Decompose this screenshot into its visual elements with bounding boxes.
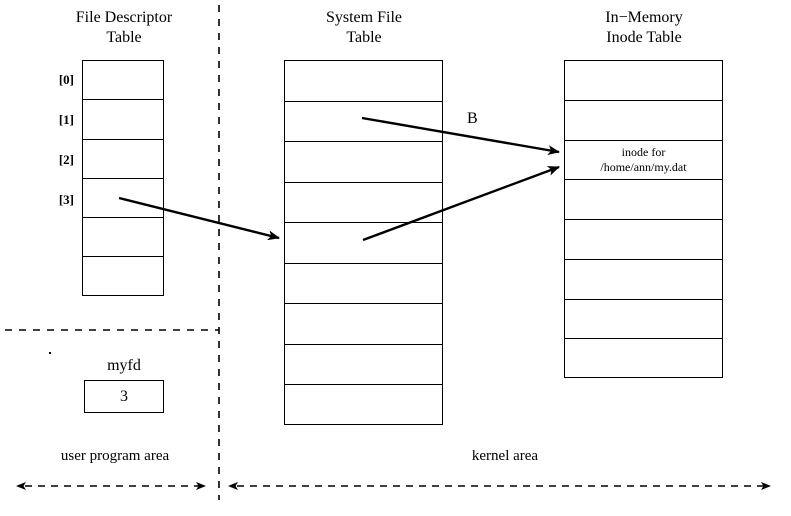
system-file-table (284, 60, 443, 425)
myfd-value-box[interactable]: 3 (84, 380, 164, 413)
table-row[interactable] (565, 180, 722, 220)
arrow-label-b: B (467, 110, 478, 127)
fd-row-label-2: [2] (58, 152, 74, 167)
table-row[interactable] (83, 140, 163, 179)
table-row[interactable] (285, 61, 442, 102)
inode-entry-text: inode for /home/ann/my.dat (600, 144, 687, 174)
myfd-label: myfd (107, 357, 141, 374)
kernel-area-label: kernel area (471, 448, 539, 464)
table-row[interactable] (565, 220, 722, 260)
stray-dot (49, 352, 51, 354)
table-row[interactable] (285, 142, 442, 183)
table-row[interactable] (83, 257, 163, 296)
user-program-area-label: user program area (60, 448, 170, 464)
table-row[interactable] (285, 385, 442, 426)
system-file-table-title: System File Table (325, 9, 402, 46)
table-row[interactable] (83, 100, 163, 140)
table-row-inode-entry[interactable]: inode for /home/ann/my.dat (565, 141, 722, 181)
fd-row-label-3: [3] (58, 192, 74, 207)
table-row[interactable] (285, 304, 442, 345)
fd-row-label-0: [0] (58, 72, 74, 87)
table-row[interactable] (565, 339, 722, 379)
table-row[interactable] (285, 183, 442, 223)
fd-row-label-1: [1] (58, 112, 74, 127)
table-row[interactable] (83, 61, 163, 101)
inode-table-title: In−Memory Inode Table (605, 9, 683, 46)
table-row[interactable] (285, 345, 442, 385)
table-row[interactable] (565, 260, 722, 300)
table-row[interactable] (565, 61, 722, 101)
file-descriptor-table (82, 60, 164, 296)
in-memory-inode-table: inode for /home/ann/my.dat (564, 60, 723, 378)
myfd-value: 3 (120, 387, 128, 405)
table-row[interactable] (565, 300, 722, 340)
table-row[interactable] (83, 179, 163, 219)
fd-table-title: File Descriptor Table (75, 9, 173, 46)
table-row[interactable] (285, 264, 442, 304)
table-row[interactable] (285, 102, 442, 142)
table-row[interactable] (565, 101, 722, 141)
table-row[interactable] (83, 218, 163, 258)
table-row[interactable] (285, 223, 442, 264)
